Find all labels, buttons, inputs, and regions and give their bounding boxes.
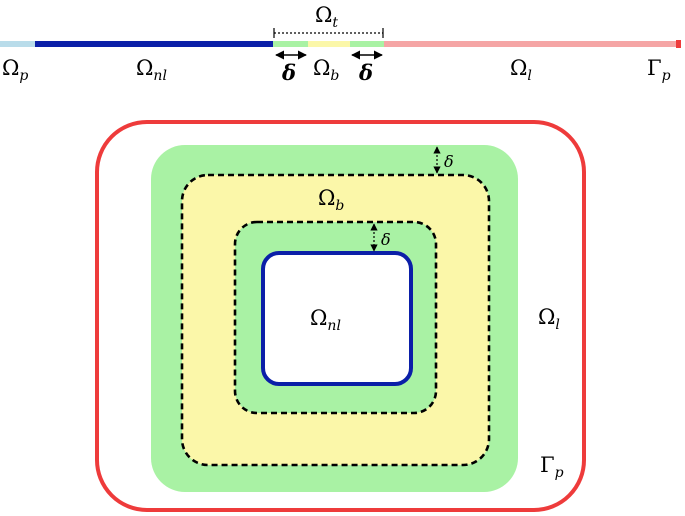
omega-t-bracket	[273, 28, 384, 38]
bar-label-omega-b: Ωb	[313, 56, 339, 84]
label-omega-l: Ωl	[538, 305, 560, 333]
bar-segment-transition-left	[273, 41, 308, 47]
region-omega-nl	[263, 253, 411, 384]
bar-segment-omega-nl	[35, 41, 273, 47]
bar-segment-omega-p	[0, 41, 35, 47]
bar-label-omega-p: Ωp	[2, 56, 28, 84]
label-gamma-p: Γp	[540, 453, 564, 481]
boundary-gamma-p	[95, 120, 586, 512]
domain-nested-regions: δ δ Ωb Ωnl Ωl Γp	[95, 120, 586, 512]
bar-label-omega-t: Ωt	[315, 3, 338, 31]
bar-label-gamma-p: Γp	[647, 56, 671, 84]
domain-bar: Ωt δ δ Ωp Ωnl Ωb Ωl Γp	[0, 3, 681, 85]
dashed-boundary-outer	[180, 173, 491, 467]
label-delta-outer: δ	[444, 152, 454, 171]
bar-segment-gamma-p	[676, 40, 681, 48]
bar-label-omega-nl: Ωnl	[136, 56, 167, 84]
bar-segment-omega-l	[384, 41, 676, 47]
bar-segment-omega-b	[308, 41, 350, 47]
bar-label-delta-right: δ	[358, 60, 373, 85]
boundary-omega-nl	[261, 251, 413, 386]
bar-label-omega-l: Ωl	[510, 56, 532, 84]
label-omega-b: Ωb	[318, 186, 344, 214]
dashed-boundary-inner	[233, 220, 438, 415]
bar-segment-transition-right	[350, 41, 384, 47]
label-omega-nl: Ωnl	[310, 306, 341, 334]
bar-label-delta-left: δ	[281, 60, 296, 85]
label-delta-inner: δ	[381, 230, 391, 249]
